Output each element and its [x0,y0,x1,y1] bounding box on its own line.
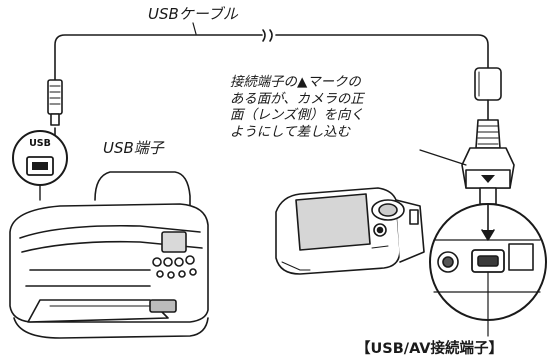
insertion-note: 接続端子の▲マークの ある面が、カメラの正 面（レンズ側）を向く ようにして差し… [230,75,364,141]
camera-side-plug [419,67,515,205]
insertion-note-line: 面（レンズ側）を向く [230,108,364,123]
usb-cable-label: USBケーブル [148,5,238,23]
camera-port-label: 【USB/AV接続端子】 [356,341,504,357]
printer-side-plug [47,79,63,148]
usb-port-tag: USB [29,138,51,149]
camera-illustration [275,187,425,275]
printer-usb-port-label: USB端子 [103,139,164,157]
insertion-note-line: ようにして差し込む [230,124,351,140]
triangle-mark-icon [481,175,495,183]
insertion-note-line: 接続端子の▲マークの [230,75,361,90]
printer-illustration [9,171,209,339]
insertion-note-line: ある面が、カメラの正 [230,91,364,107]
usb-cable [54,22,489,81]
usb-port-callout [12,130,68,201]
camera-port-callout [429,203,547,337]
